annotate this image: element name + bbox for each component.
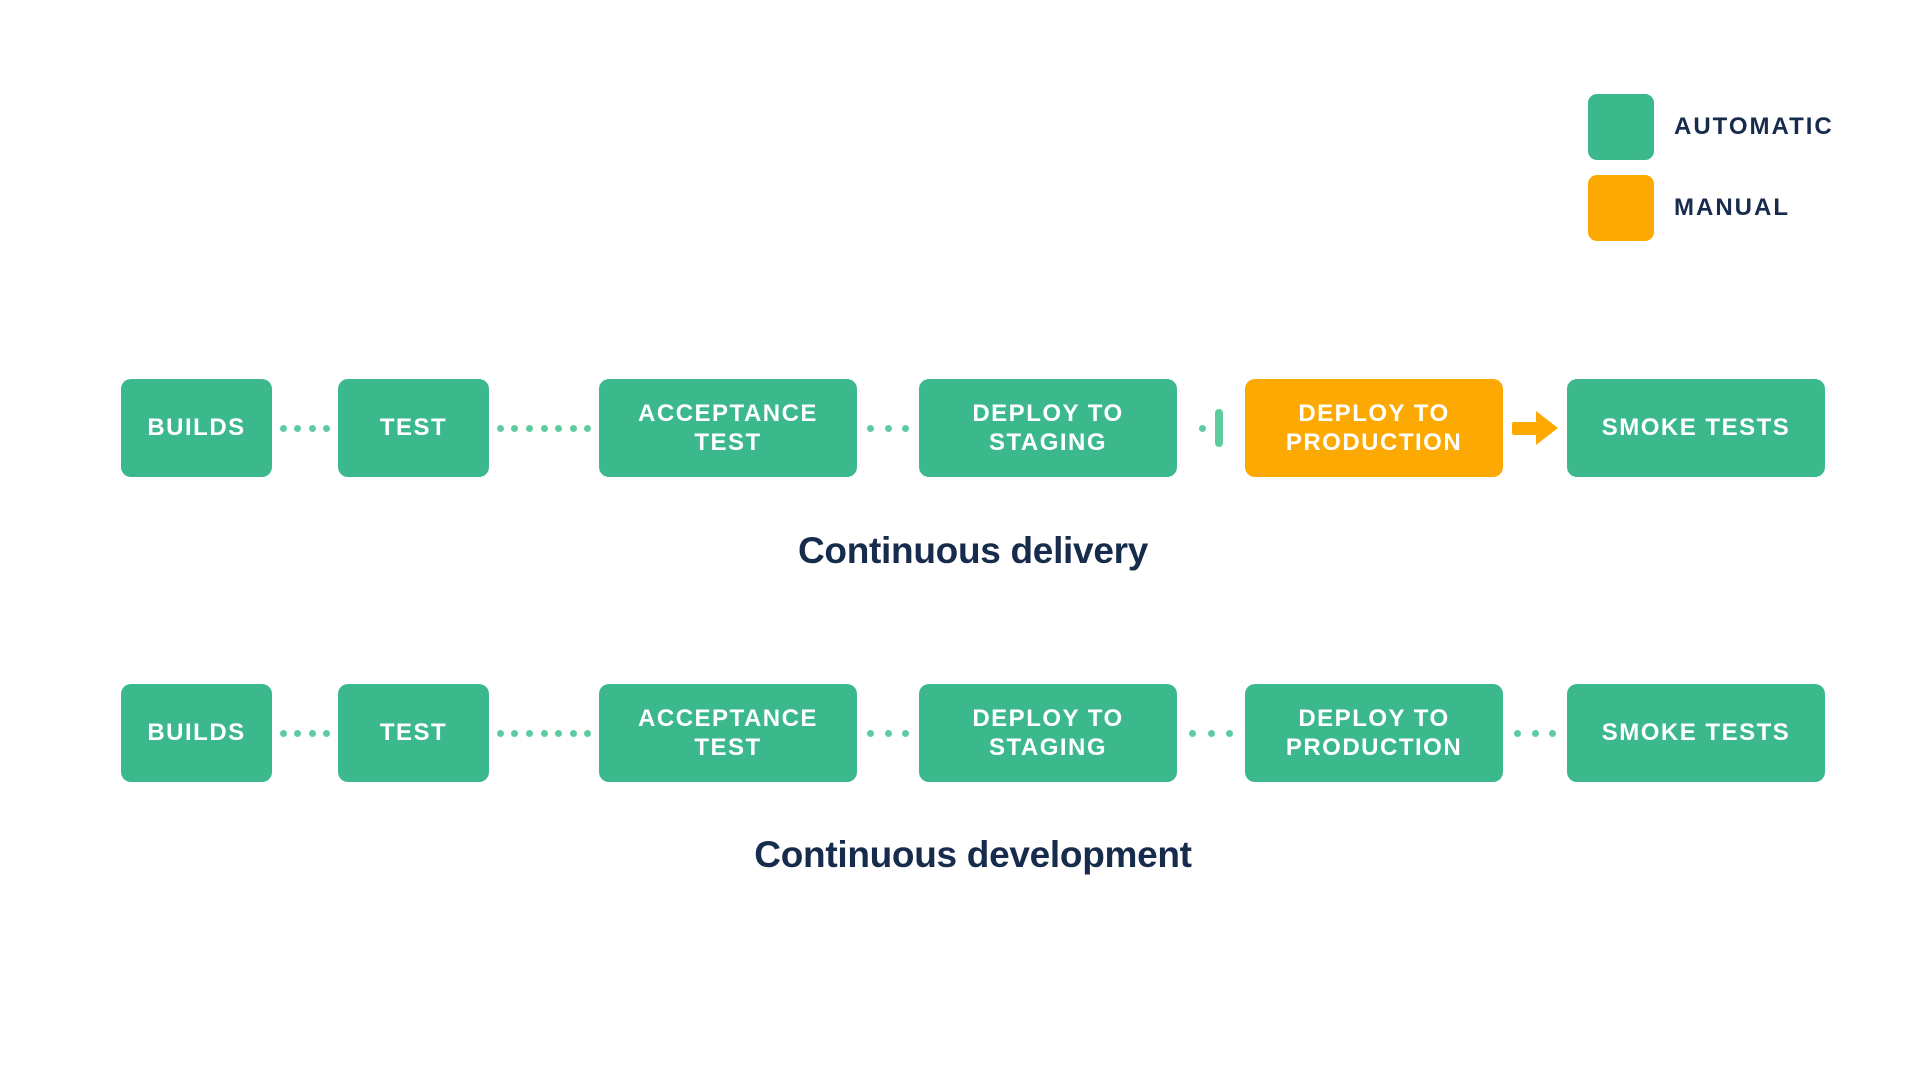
stage-smoke-tests: SMOKE TESTS — [1567, 379, 1825, 477]
pipeline-continuous-delivery: BUILDS TEST ACCEPTANCE TEST DEPLOY TO ST… — [121, 379, 1825, 477]
stage-smoke-tests: SMOKE TESTS — [1567, 684, 1825, 782]
legend-item-manual: MANUAL — [1588, 175, 1834, 241]
dotted-connector — [489, 684, 599, 782]
stage-builds: BUILDS — [121, 684, 272, 782]
connector-dot — [569, 424, 577, 432]
connector-dot — [323, 729, 331, 737]
arrow-shaft — [1512, 421, 1538, 435]
automatic-swatch-icon — [1588, 94, 1654, 160]
legend-item-automatic: AUTOMATIC — [1588, 94, 1834, 160]
connector-dot — [279, 729, 287, 737]
dotted-connector — [272, 684, 338, 782]
connector-dot — [496, 729, 504, 737]
stage-deploy-to-production: DEPLOY TO PRODUCTION — [1245, 684, 1503, 782]
dotted-connector — [272, 379, 338, 477]
connector-dot — [323, 424, 331, 432]
connector-dot — [1549, 729, 1557, 737]
stage-deploy-to-staging: DEPLOY TO STAGING — [919, 379, 1177, 477]
connector-dot — [511, 424, 519, 432]
connector-dot — [555, 729, 563, 737]
stage-test: TEST — [338, 684, 489, 782]
connector-dot — [555, 424, 563, 432]
connector-dot — [884, 424, 892, 432]
connector-dot — [294, 729, 302, 737]
legend-label-manual: MANUAL — [1674, 194, 1790, 221]
gate-bar-icon — [1215, 409, 1223, 447]
stage-acceptance-test: ACCEPTANCE TEST — [599, 684, 857, 782]
dotted-connector — [1503, 684, 1567, 782]
connector-dot — [569, 729, 577, 737]
legend: AUTOMATIC MANUAL — [1588, 94, 1834, 256]
manual-arrow-icon — [1503, 379, 1567, 477]
manual-swatch-icon — [1588, 175, 1654, 241]
connector-dot — [867, 729, 875, 737]
dotted-connector — [857, 684, 919, 782]
connector-dot — [1188, 729, 1196, 737]
stage-deploy-to-production: DEPLOY TO PRODUCTION — [1245, 379, 1503, 477]
connector-dot — [308, 424, 316, 432]
connector-dot — [1207, 729, 1215, 737]
dotted-connector — [1177, 684, 1245, 782]
arrow-head — [1536, 411, 1558, 445]
connector-dot — [496, 424, 504, 432]
connector-dot — [511, 729, 519, 737]
connector-dot — [525, 729, 533, 737]
connector-dot — [901, 424, 909, 432]
stage-deploy-to-staging: DEPLOY TO STAGING — [919, 684, 1177, 782]
connector-dot — [867, 424, 875, 432]
stage-acceptance-test: ACCEPTANCE TEST — [599, 379, 857, 477]
connector-dot — [1531, 729, 1539, 737]
connector-dot — [1199, 424, 1206, 432]
manual-gate-indicator — [1177, 379, 1245, 477]
connector-dot — [525, 424, 533, 432]
connector-dot — [294, 424, 302, 432]
connector-dot — [540, 424, 548, 432]
stage-test: TEST — [338, 379, 489, 477]
connector-dot — [1226, 729, 1234, 737]
connector-dot — [279, 424, 287, 432]
connector-dot — [308, 729, 316, 737]
connector-dot — [901, 729, 909, 737]
stage-builds: BUILDS — [121, 379, 272, 477]
caption-continuous-delivery: Continuous delivery — [798, 530, 1148, 571]
connector-dot — [584, 729, 592, 737]
dotted-connector — [857, 379, 919, 477]
connector-dot — [540, 729, 548, 737]
legend-label-automatic: AUTOMATIC — [1674, 113, 1834, 140]
connector-dot — [584, 424, 592, 432]
dotted-connector — [489, 379, 599, 477]
connector-dot — [1513, 729, 1521, 737]
connector-dot — [884, 729, 892, 737]
caption-continuous-development: Continuous development — [754, 834, 1192, 875]
pipeline-continuous-development: BUILDS TEST ACCEPTANCE TEST DEPLOY TO ST… — [121, 684, 1825, 782]
